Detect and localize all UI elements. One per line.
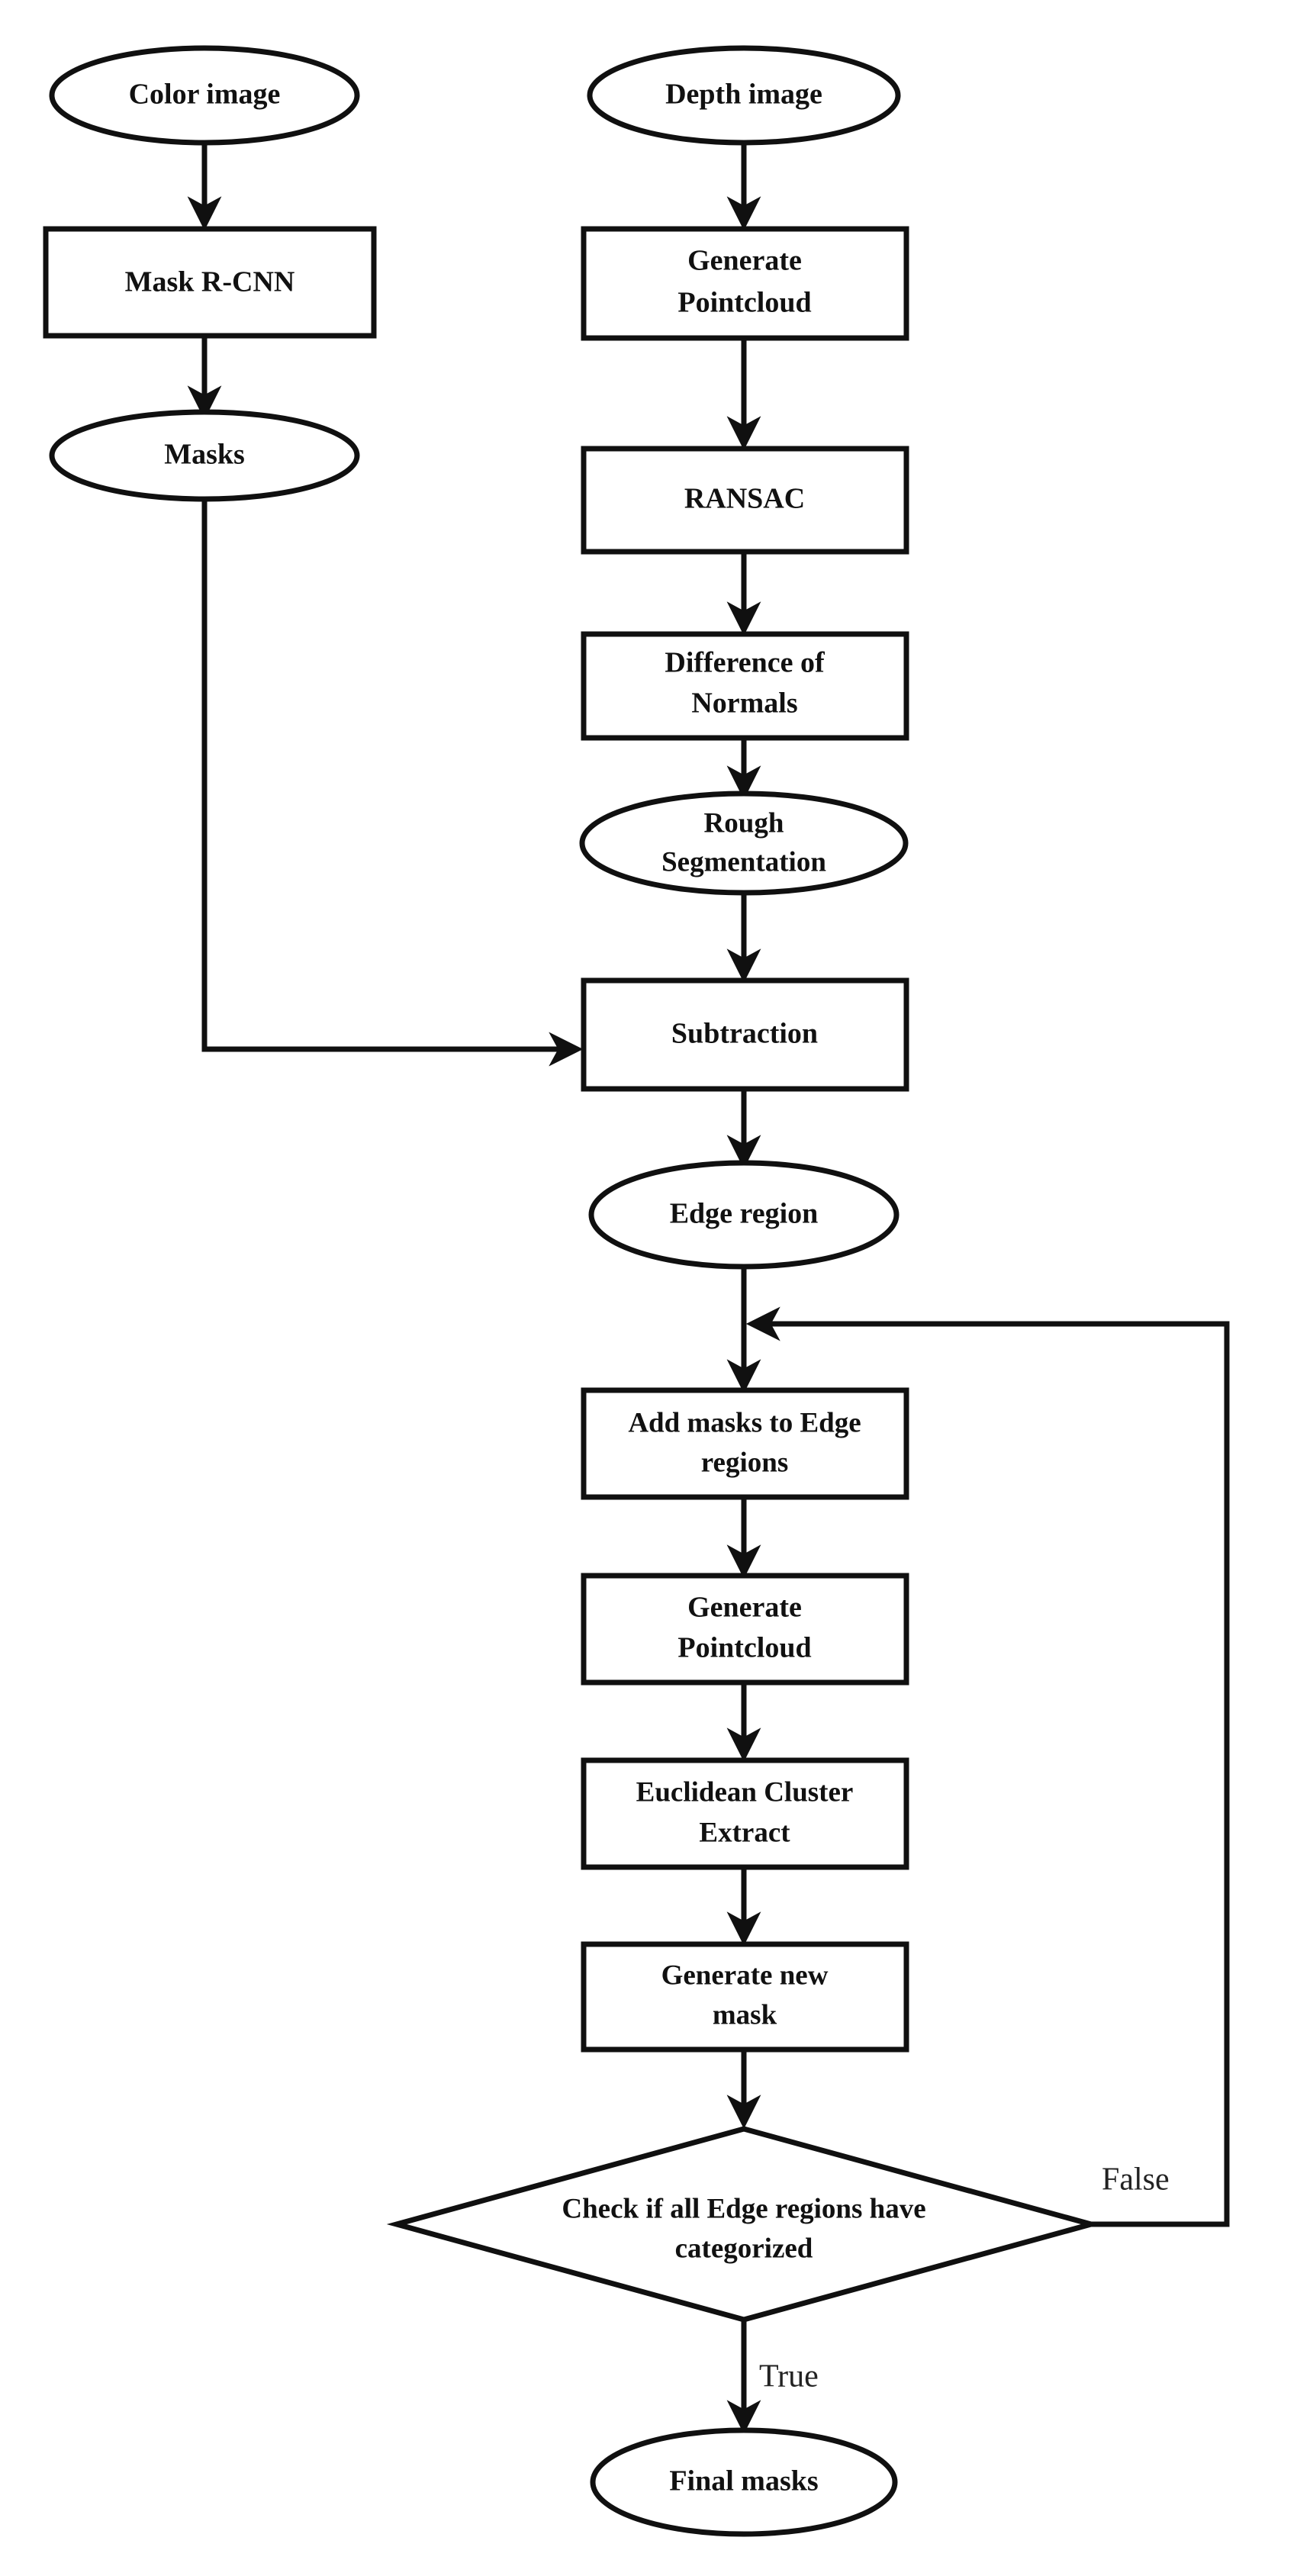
edge-label-layer: False True (759, 2162, 1170, 2394)
color-image-ellipse (49, 45, 360, 146)
generate-new-mask-label-line1: Generate new (661, 1959, 829, 1991)
check-decision-label-line1: Check if all Edge regions have (562, 2193, 925, 2224)
generate-pointcloud-1-label-line2: Pointcloud (677, 287, 811, 319)
final-masks-ellipse (590, 2427, 898, 2537)
euclidean-cluster-extract-label-line1: Euclidean Cluster (636, 1776, 854, 1808)
euclidean-cluster-extract-box (581, 1757, 909, 1870)
difference-of-normals-label-line1: Difference of (665, 647, 826, 679)
generate-pointcloud-1-box (581, 226, 909, 341)
generate-pointcloud-2-label-line1: Generate (687, 1592, 802, 1624)
subtraction-box (581, 977, 909, 1092)
depth-image-ellipse (587, 45, 901, 146)
node-rough-segmentation[interactable]: Rough Segmentation (579, 791, 909, 896)
ransac-label: RANSAC (684, 483, 805, 515)
node-layer: Color image Mask R-CNN Masks Depth image… (43, 45, 1102, 2537)
node-masks[interactable]: Masks (49, 409, 360, 502)
node-depth-image[interactable]: Depth image (587, 45, 901, 146)
final-masks-label: Final masks (669, 2465, 818, 2497)
ransac-box (581, 446, 909, 555)
node-generate-pointcloud-2[interactable]: Generate Pointcloud (581, 1573, 909, 1686)
masks-label: Masks (164, 439, 245, 471)
generate-new-mask-label-line2: mask (713, 1999, 777, 2030)
connector-layer (187, 141, 1230, 2435)
depth-image-label: Depth image (665, 79, 822, 111)
rough-segmentation-label-line2: Segmentation (661, 846, 826, 877)
edge-masks-to-subtraction (201, 497, 584, 1067)
node-generate-pointcloud-1[interactable]: Generate Pointcloud (581, 226, 909, 341)
difference-of-normals-label-line2: Normals (691, 687, 797, 720)
edge-label-true: True (759, 2359, 819, 2394)
color-image-label: Color image (129, 79, 281, 111)
node-euclidean-cluster-extract[interactable]: Euclidean Cluster Extract (581, 1757, 909, 1870)
node-color-image[interactable]: Color image (49, 45, 360, 146)
check-decision-diamond (386, 2126, 1102, 2323)
rough-segmentation-label-line1: Rough (704, 807, 784, 839)
add-masks-to-edge-regions-box (581, 1387, 909, 1500)
add-masks-to-edge-regions-label-line1: Add masks to Edge (628, 1407, 861, 1438)
generate-pointcloud-2-label-line2: Pointcloud (677, 1632, 811, 1664)
generate-pointcloud-1-label-line1: Generate (687, 245, 802, 277)
node-subtraction[interactable]: Subtraction (581, 977, 909, 1092)
difference-of-normals-box (581, 631, 909, 741)
check-decision-label-line2: categorized (675, 2233, 813, 2264)
edge-check-decision-false-loopback (745, 1306, 1230, 2227)
euclidean-cluster-extract-label-line2: Extract (699, 1817, 790, 1848)
mask-rcnn-label: Mask R-CNN (125, 266, 295, 298)
node-difference-of-normals[interactable]: Difference of Normals (581, 631, 909, 741)
masks-ellipse (49, 409, 360, 502)
rough-segmentation-ellipse (579, 791, 909, 896)
node-ransac[interactable]: RANSAC (581, 446, 909, 555)
subtraction-label: Subtraction (671, 1018, 818, 1050)
node-add-masks-to-edge-regions[interactable]: Add masks to Edge regions (581, 1387, 909, 1500)
node-edge-region[interactable]: Edge region (588, 1160, 900, 1270)
generate-pointcloud-2-box (581, 1573, 909, 1686)
generate-new-mask-box (581, 1941, 909, 2053)
node-mask-rcnn[interactable]: Mask R-CNN (43, 226, 377, 339)
edge-region-label: Edge region (670, 1198, 819, 1230)
mask-rcnn-box (43, 226, 377, 339)
add-masks-to-edge-regions-label-line2: regions (701, 1447, 788, 1478)
node-final-masks[interactable]: Final masks (590, 2427, 898, 2537)
node-check-decision[interactable]: Check if all Edge regions have categoriz… (386, 2126, 1102, 2323)
edge-label-false: False (1102, 2162, 1170, 2198)
edge-region-ellipse (588, 1160, 900, 1270)
node-generate-new-mask[interactable]: Generate new mask (581, 1941, 909, 2053)
